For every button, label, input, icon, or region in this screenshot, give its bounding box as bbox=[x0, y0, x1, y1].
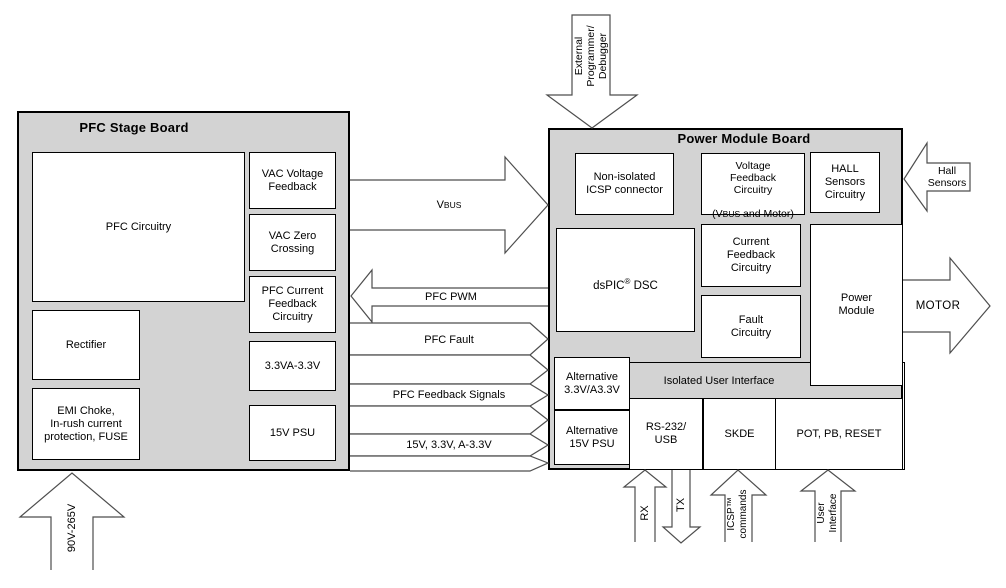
alt-15v-psu-block: Alternative 15V PSU bbox=[554, 410, 630, 465]
pfc-circuitry-block: PFC Circuitry bbox=[32, 152, 245, 302]
rails-label: 15V, 3.3V, A-3.3V bbox=[406, 439, 492, 451]
hall-sensors-circuitry-block: HALL Sensors Circuitry bbox=[810, 152, 880, 213]
signal-arrow bbox=[350, 455, 550, 472]
voltage-feedback-block: Voltage Feedback Circuitry (VBUS and Mot… bbox=[701, 153, 805, 220]
signal-arrow bbox=[350, 405, 549, 435]
emi-choke-block: EMI Choke, In-rush current protection, F… bbox=[32, 388, 140, 460]
vbus-paren-rest: and Motor) bbox=[740, 208, 794, 220]
analog-3v3-block: 3.3VA-3.3V bbox=[249, 341, 336, 391]
mains-label: 90V-265V bbox=[66, 503, 78, 553]
voltage-feedback-label: Voltage Feedback Circuitry bbox=[729, 160, 777, 196]
vbus-label: VBUS bbox=[436, 199, 462, 211]
hall-sensors-label: Hall Sensors bbox=[927, 165, 967, 189]
registered-mark: ® bbox=[624, 277, 631, 287]
rx-label: RX bbox=[639, 505, 651, 521]
dspic-label-pre: dsPIC bbox=[593, 280, 625, 292]
psu-15v-block: 15V PSU bbox=[249, 405, 336, 461]
dspic-dsc-block: dsPIC® DSC bbox=[556, 228, 695, 332]
skde-block: SKDE bbox=[703, 398, 776, 470]
dspic-label-post: DSC bbox=[630, 280, 658, 292]
user-interface-label: User Interface bbox=[816, 493, 839, 533]
external-programmer-label: External Programmer/ Debugger bbox=[573, 25, 609, 87]
motor-label: MOTOR bbox=[915, 300, 961, 312]
tx-label: TX bbox=[675, 497, 687, 513]
pfc-feedback-signals-label: PFC Feedback Signals bbox=[392, 389, 506, 401]
fault-circuitry-block: Fault Circuitry bbox=[701, 295, 801, 358]
rectifier-block: Rectifier bbox=[32, 310, 140, 380]
vbus-paren-open: (V bbox=[712, 208, 723, 220]
power-module-block: Power Module bbox=[810, 224, 903, 386]
pfc-pwm-label: PFC PWM bbox=[425, 291, 477, 303]
non-isolated-icsp-block: Non-isolated ICSP connector bbox=[575, 153, 674, 215]
isolated-user-interface-label: Isolated User Interface bbox=[663, 375, 775, 387]
current-feedback-block: Current Feedback Circuitry bbox=[701, 224, 801, 287]
vbus-paren-small: BUS bbox=[722, 209, 741, 219]
pot-pb-reset-block: POT, PB, RESET bbox=[775, 398, 903, 470]
icsp-commands-label: ICSP™ commands bbox=[726, 489, 749, 539]
signal-arrow bbox=[350, 354, 549, 385]
vac-zero-crossing-block: VAC Zero Crossing bbox=[249, 214, 336, 271]
rs232-usb-block: RS-232/ USB bbox=[629, 398, 703, 470]
pfc-current-feedback-block: PFC Current Feedback Circuitry bbox=[249, 276, 336, 333]
power-module-board-title: Power Module Board bbox=[677, 131, 811, 146]
alt-3v3-block: Alternative 3.3V/A3.3V bbox=[554, 357, 630, 410]
vac-voltage-feedback-block: VAC Voltage Feedback bbox=[249, 152, 336, 209]
pfc-fault-label: PFC Fault bbox=[424, 334, 474, 346]
pfc-stage-board-title: PFC Stage Board bbox=[79, 120, 189, 135]
